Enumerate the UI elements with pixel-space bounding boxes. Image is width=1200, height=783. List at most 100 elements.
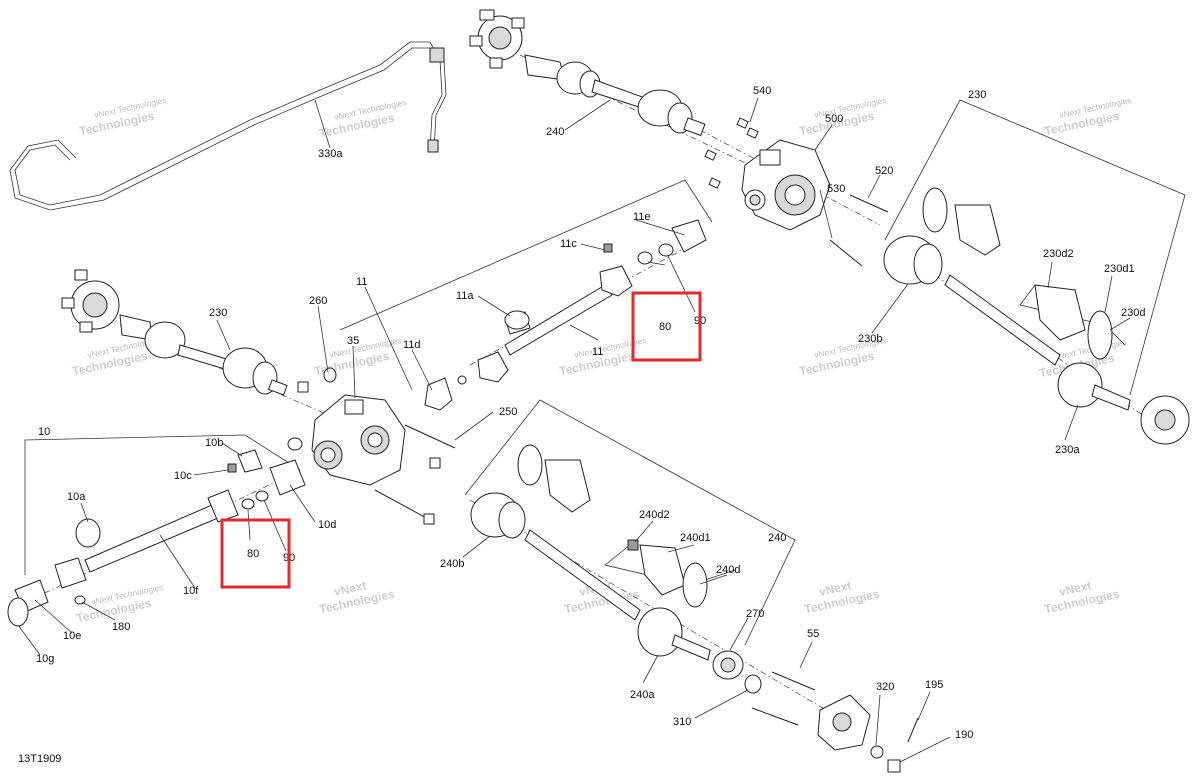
cable-clip bbox=[429, 47, 445, 63]
callout-labels: 540 500 520 530 230 240 330a 11e 11c 11a… bbox=[36, 85, 1145, 741]
grease-fitting-10c bbox=[227, 463, 237, 473]
callout-35: 35 bbox=[347, 335, 359, 347]
hub-lower bbox=[817, 694, 871, 751]
callout-240a: 240a bbox=[630, 689, 655, 701]
callout-250: 250 bbox=[499, 406, 517, 418]
callout-230-top: 230 bbox=[968, 89, 986, 101]
callout-240d1: 240d1 bbox=[680, 532, 711, 544]
axle-bar-240 bbox=[524, 529, 641, 621]
callout-10e: 10e bbox=[63, 630, 81, 642]
right-axle-shaft bbox=[883, 187, 1190, 445]
callout-240d: 240d bbox=[716, 564, 740, 576]
front-differential bbox=[704, 117, 889, 267]
cable-end bbox=[427, 139, 439, 153]
callout-11: 11 bbox=[356, 276, 367, 288]
bolts-540 bbox=[704, 117, 759, 189]
callout-330a: 330a bbox=[318, 148, 343, 160]
callout-11d: 11d bbox=[403, 339, 421, 351]
boot-240 bbox=[544, 459, 591, 513]
cv-joint-240a bbox=[637, 607, 683, 657]
diagram-code: 13T1909 bbox=[18, 753, 61, 765]
bracket-lines bbox=[24, 99, 1186, 646]
yoke-10d bbox=[269, 459, 306, 496]
axis-lines bbox=[19, 54, 1151, 731]
cable-330a bbox=[9, 41, 447, 211]
propeller-shaft-11 bbox=[424, 219, 707, 411]
boot-230 bbox=[954, 204, 1001, 256]
bracket-10 bbox=[24, 434, 301, 575]
pin-195 bbox=[907, 717, 919, 743]
callout-270: 270 bbox=[746, 608, 764, 620]
nut-240d2 bbox=[627, 539, 639, 551]
yoke-11e bbox=[671, 219, 707, 253]
callout-520: 520 bbox=[875, 165, 893, 177]
shaft-tube-11 bbox=[504, 284, 613, 356]
bolt-250 bbox=[404, 424, 456, 449]
callout-11c: 11c bbox=[560, 238, 577, 250]
washer-90-bot bbox=[255, 490, 269, 502]
boot-240d1 bbox=[639, 544, 686, 596]
stud-55 bbox=[771, 671, 816, 691]
callout-11a: 11a bbox=[456, 290, 474, 302]
callout-230a: 230a bbox=[1055, 444, 1080, 456]
watermark-text: vNext bbox=[818, 578, 853, 598]
washer-320 bbox=[870, 745, 884, 759]
left-axle-shaft bbox=[61, 269, 337, 396]
bolt-lower bbox=[374, 489, 431, 521]
callout-11e: 11e bbox=[633, 211, 651, 223]
u-joint-11c bbox=[599, 265, 633, 297]
callout-530: 530 bbox=[827, 183, 845, 195]
bracket-240-right bbox=[464, 399, 796, 646]
nut-190 bbox=[887, 759, 901, 773]
clamp-230d1 bbox=[1087, 310, 1113, 360]
washer-90-top bbox=[658, 243, 674, 257]
bracket-11-top bbox=[339, 179, 713, 331]
boot-10a bbox=[75, 518, 101, 548]
propeller-shaft-10 bbox=[7, 449, 306, 627]
bolt-520 bbox=[849, 194, 889, 213]
callout-10b: 10b bbox=[205, 437, 223, 449]
ring-310 bbox=[744, 674, 762, 694]
callout-11-mid: 11 bbox=[592, 346, 603, 358]
bolt-530 bbox=[829, 239, 863, 267]
highlight-box-top bbox=[631, 291, 702, 362]
lower-axle-shaft-240 bbox=[470, 444, 919, 773]
shaft-tube-10 bbox=[84, 504, 219, 573]
watermark-text: vNext bbox=[1058, 578, 1093, 598]
axis-line bbox=[19, 469, 301, 606]
callout-500: 500 bbox=[825, 113, 843, 125]
grease-fitting-11c bbox=[603, 243, 613, 253]
yoke-11d bbox=[424, 377, 453, 411]
callout-320: 320 bbox=[876, 681, 894, 693]
callout-10d: 10d bbox=[318, 519, 336, 531]
callout-240b: 240b bbox=[440, 558, 464, 570]
cv-joint-230a bbox=[1057, 362, 1103, 408]
axle-bar bbox=[944, 274, 1061, 366]
callout-260: 260 bbox=[309, 295, 327, 307]
nut-part bbox=[297, 381, 309, 393]
hub-top bbox=[469, 9, 525, 69]
callout-195: 195 bbox=[925, 679, 943, 691]
watermark-text: vNext bbox=[333, 578, 368, 598]
bracket-230-top bbox=[884, 99, 1186, 396]
callout-10c: 10c bbox=[174, 470, 192, 482]
callout-80-top: 80 bbox=[659, 321, 671, 333]
callout-80-bot: 80 bbox=[247, 548, 259, 560]
callout-190: 190 bbox=[955, 729, 973, 741]
highlight-box-bottom bbox=[220, 518, 291, 589]
callout-310: 310 bbox=[673, 716, 691, 728]
cross-10b bbox=[237, 449, 263, 473]
clamp-240d bbox=[682, 562, 708, 608]
washer-80-bot bbox=[241, 498, 255, 510]
washer-260 bbox=[323, 367, 337, 383]
cv-boot-left bbox=[144, 321, 186, 359]
u-joint-10f bbox=[54, 557, 87, 589]
callout-240d2: 240d2 bbox=[639, 509, 670, 521]
callout-240-top: 240 bbox=[546, 126, 564, 138]
callout-230b: 230b bbox=[858, 333, 882, 345]
stud-55b bbox=[751, 707, 799, 726]
upper-drive-shaft bbox=[469, 9, 706, 137]
seal-10g bbox=[7, 597, 29, 627]
